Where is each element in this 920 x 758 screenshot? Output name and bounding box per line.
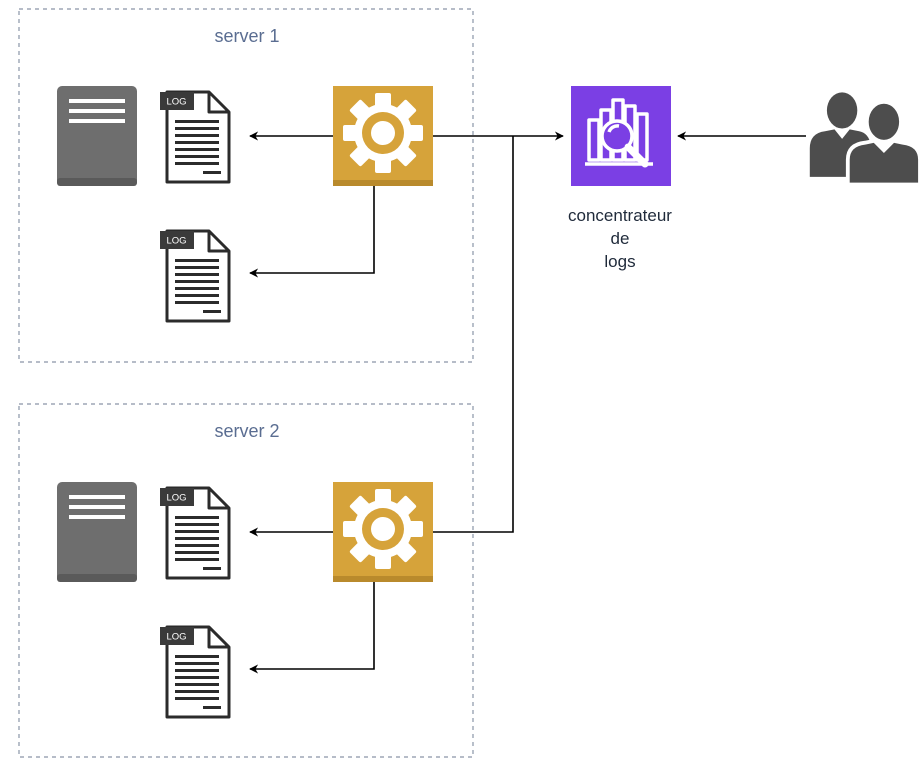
server-icon	[57, 482, 137, 582]
server-2-title: server 2	[214, 421, 280, 441]
concentrator-label-line: logs	[604, 252, 636, 271]
concentrator-label-line: de	[610, 229, 630, 248]
concentrator-label: concentrateur de logs	[540, 204, 700, 273]
log-badge-label: LOG	[166, 493, 186, 504]
users-icon	[807, 90, 920, 186]
server-2-group	[18, 403, 474, 758]
server-1-title: server 1	[214, 26, 280, 46]
log-badge-label: LOG	[166, 632, 186, 643]
arrow-service2-to-log4	[249, 580, 375, 674]
log-badge-label: LOG	[166, 97, 186, 108]
gear-icon	[333, 482, 433, 582]
server-1-group	[18, 8, 474, 363]
server-icon	[57, 86, 137, 186]
log-analytics-icon	[571, 86, 671, 186]
line-service2-to-concentrator	[433, 136, 514, 533]
concentrator-label-line: concentrateur	[568, 206, 672, 225]
log-badge-label: LOG	[166, 236, 186, 247]
gear-icon	[333, 86, 433, 186]
arrow-service1-to-log2	[249, 185, 375, 278]
